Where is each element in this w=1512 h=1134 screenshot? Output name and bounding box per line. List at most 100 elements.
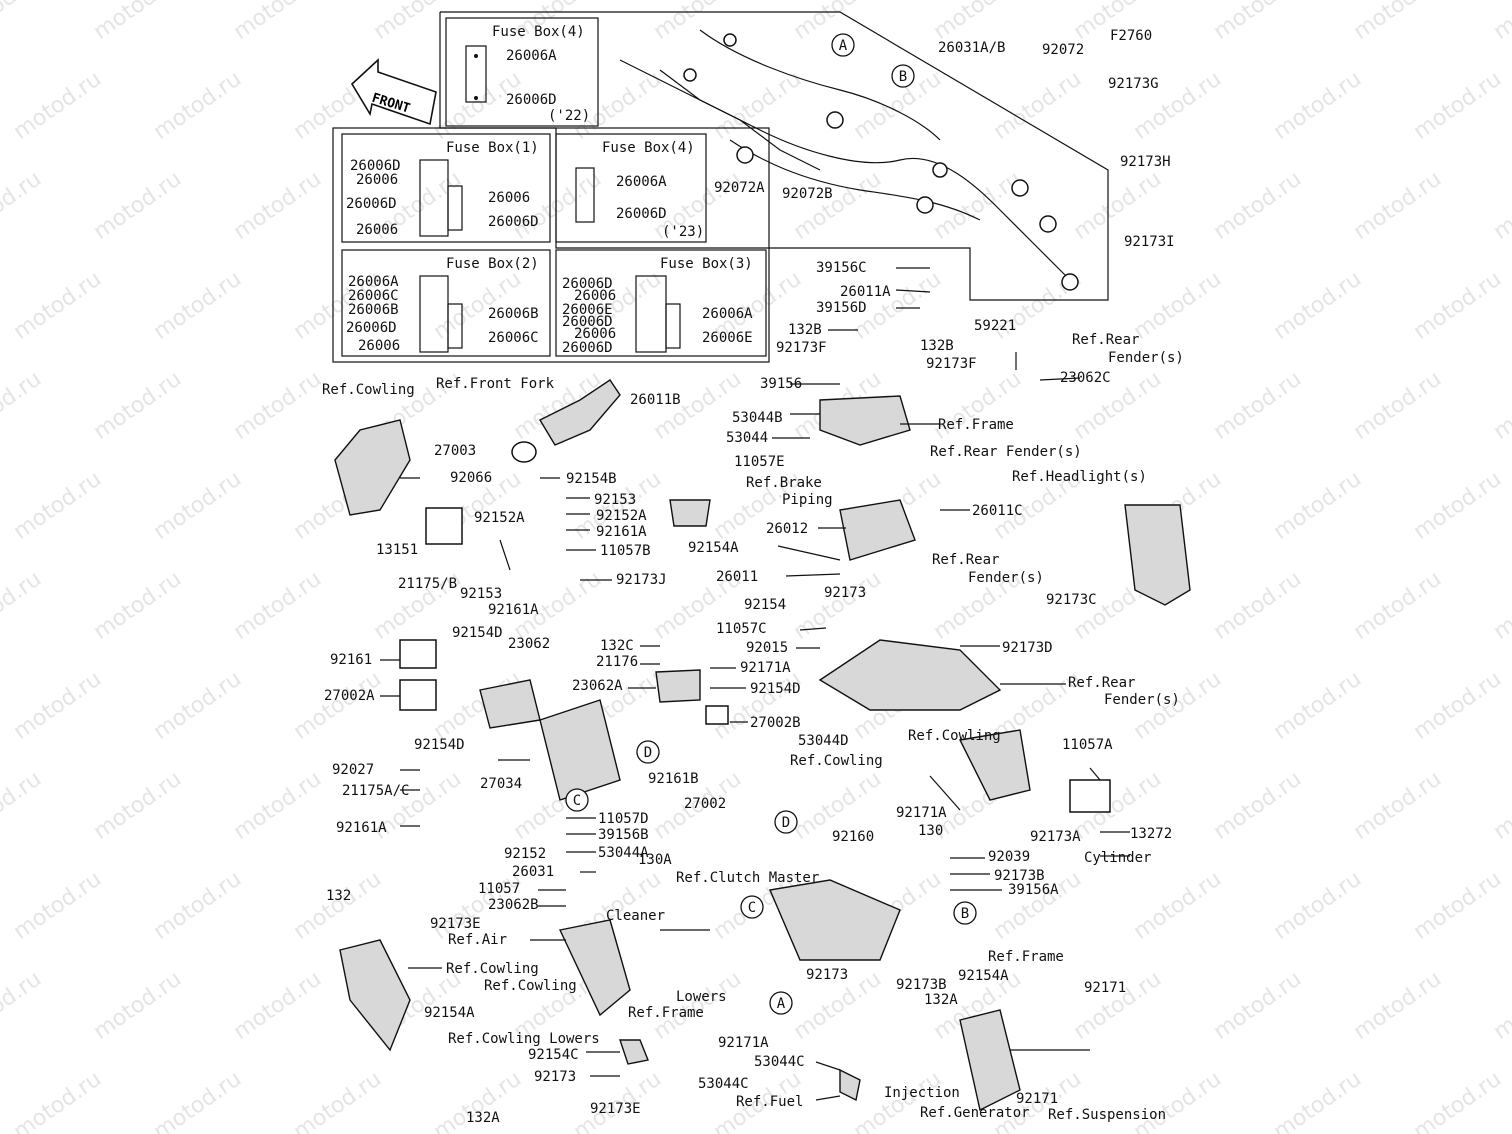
fuse-box-4-22-part-2: 26006D <box>506 92 557 108</box>
watermark-text: motod.ru <box>789 567 886 645</box>
cowling-bracket-part <box>334 419 411 516</box>
watermark-text: motod.ru <box>89 367 186 445</box>
ecu-92161-part <box>399 639 437 669</box>
part-label: 53044C <box>754 1054 805 1070</box>
part-label: 92154 <box>744 597 786 613</box>
callout-circle <box>740 895 764 919</box>
part-label: 27034 <box>480 776 522 792</box>
part-label: 92154D <box>414 737 465 753</box>
watermark-text: motod.ru <box>289 867 386 945</box>
watermark-text: motod.ru <box>929 0 1026 45</box>
fuel-injection-part <box>839 1068 861 1102</box>
watermark-text: motod.ru <box>89 0 186 45</box>
watermark-text: motod.ru <box>1209 167 1306 245</box>
part-label: 11057D <box>598 811 649 827</box>
fuse-box-3-title: Fuse Box(3) <box>660 256 753 272</box>
bracket-23062-part <box>479 679 541 729</box>
part-label: 13151 <box>376 542 418 558</box>
fuse-box-1-part-2: 26006 <box>356 172 398 188</box>
part-label: 92173J <box>616 572 667 588</box>
fuse-box-3-part-1: 26006D <box>562 276 613 292</box>
watermark-text: motod.ru <box>1349 767 1446 845</box>
fuse-box-1-part-4: 26006 <box>356 222 398 238</box>
part-label: 92173A <box>1030 829 1081 845</box>
part-label: 92161A <box>596 524 647 540</box>
watermark-text: motod.ru <box>0 567 46 645</box>
part-label: 27002 <box>684 796 726 812</box>
part-label: 13272 <box>1130 826 1172 842</box>
part-label: 26011C <box>972 503 1023 519</box>
part-label: Piping <box>782 492 833 508</box>
fuse-strip-4-23 <box>575 167 595 223</box>
watermark-text: motod.ru <box>1269 667 1366 745</box>
watermark-text: motod.ru <box>0 367 46 445</box>
watermark-text: motod.ru <box>89 967 186 1045</box>
fuse-box-3-part-5: 26006 <box>574 326 616 342</box>
watermark-text: motod.ru <box>1069 967 1166 1045</box>
part-label: 23062C <box>1060 370 1111 386</box>
part-label: 92173F <box>776 340 827 356</box>
headlight-bracket-part <box>1124 504 1191 606</box>
part-label: Ref.Frame <box>988 949 1064 965</box>
fuse-box-4-23-title: Fuse Box(4) <box>602 140 695 156</box>
part-label: 92027 <box>332 762 374 778</box>
part-label: 53044C <box>698 1076 749 1092</box>
part-label: Ref.Cowling <box>908 728 1001 744</box>
fuse-box-3-part-2: 26006 <box>574 288 616 304</box>
callout-circle <box>769 991 793 1015</box>
watermark-text: motod.ru <box>0 0 46 45</box>
callout-letter: B <box>961 906 969 922</box>
part-label: 21175/B <box>398 576 457 592</box>
watermark-text: motod.ru <box>1349 967 1446 1045</box>
callout-letter: D <box>782 815 790 831</box>
part-label: 26011B <box>630 392 681 408</box>
regulator-21175-part <box>1069 779 1111 813</box>
part-label: 23062B <box>488 897 539 913</box>
part-label: 92066 <box>450 470 492 486</box>
callout-letter: C <box>573 793 581 809</box>
part-label: 92173E <box>590 1101 641 1117</box>
part-label: 130 <box>918 823 943 839</box>
part-label: Ref.Frame <box>628 1005 704 1021</box>
brake-piping-clamp-part <box>669 499 711 527</box>
watermark-text: motod.ru <box>0 167 46 245</box>
callout-circle <box>774 810 798 834</box>
watermark-text: motod.ru <box>369 0 466 45</box>
part-label: Ref.Headlight(s) <box>1012 469 1147 485</box>
generator-clip-part <box>619 1039 649 1065</box>
part-label: Ref.Suspension <box>1048 1107 1166 1123</box>
watermark-text: motod.ru <box>149 67 246 145</box>
fuse-box-1-outline <box>341 133 551 243</box>
callout-circle <box>831 33 855 57</box>
fuse-box-2-part-7: 26006C <box>488 330 539 346</box>
frame-center-part <box>769 879 901 961</box>
part-label: 92171A <box>740 660 791 676</box>
part-label: 11057 <box>478 881 520 897</box>
fuse-box-1-part-1: 26006D <box>350 158 401 174</box>
part-label: 92153 <box>460 586 502 602</box>
part-label: 53044B <box>732 410 783 426</box>
part-label: 11057C <box>716 621 767 637</box>
watermark-text: motod.ru <box>1209 0 1306 45</box>
watermark-text: motod.ru <box>149 667 246 745</box>
watermark-text: motod.ru <box>1269 867 1366 945</box>
part-label: 39156C <box>816 260 867 276</box>
battery-case-part <box>539 699 621 801</box>
sensor-27002B-part <box>705 705 729 725</box>
fuse-strip-3 <box>635 275 681 353</box>
part-label: 21175A/C <box>342 783 409 799</box>
rear-fender-part <box>818 639 1002 711</box>
fuse-box-1-part-6: 26006D <box>488 214 539 230</box>
fuse-box-4-22-title: Fuse Box(4) <box>492 24 585 40</box>
watermark-text: motod.ru <box>1489 0 1512 45</box>
part-label: Cleaner <box>606 908 665 924</box>
part-label: 92072B <box>782 186 833 202</box>
watermark-text: motod.ru <box>9 67 106 145</box>
fuse-box-group-outline <box>332 127 770 363</box>
part-label: 92173B <box>994 868 1045 884</box>
watermark-text: motod.ru <box>1269 1067 1366 1134</box>
watermark-text: motod.ru <box>1409 267 1506 345</box>
